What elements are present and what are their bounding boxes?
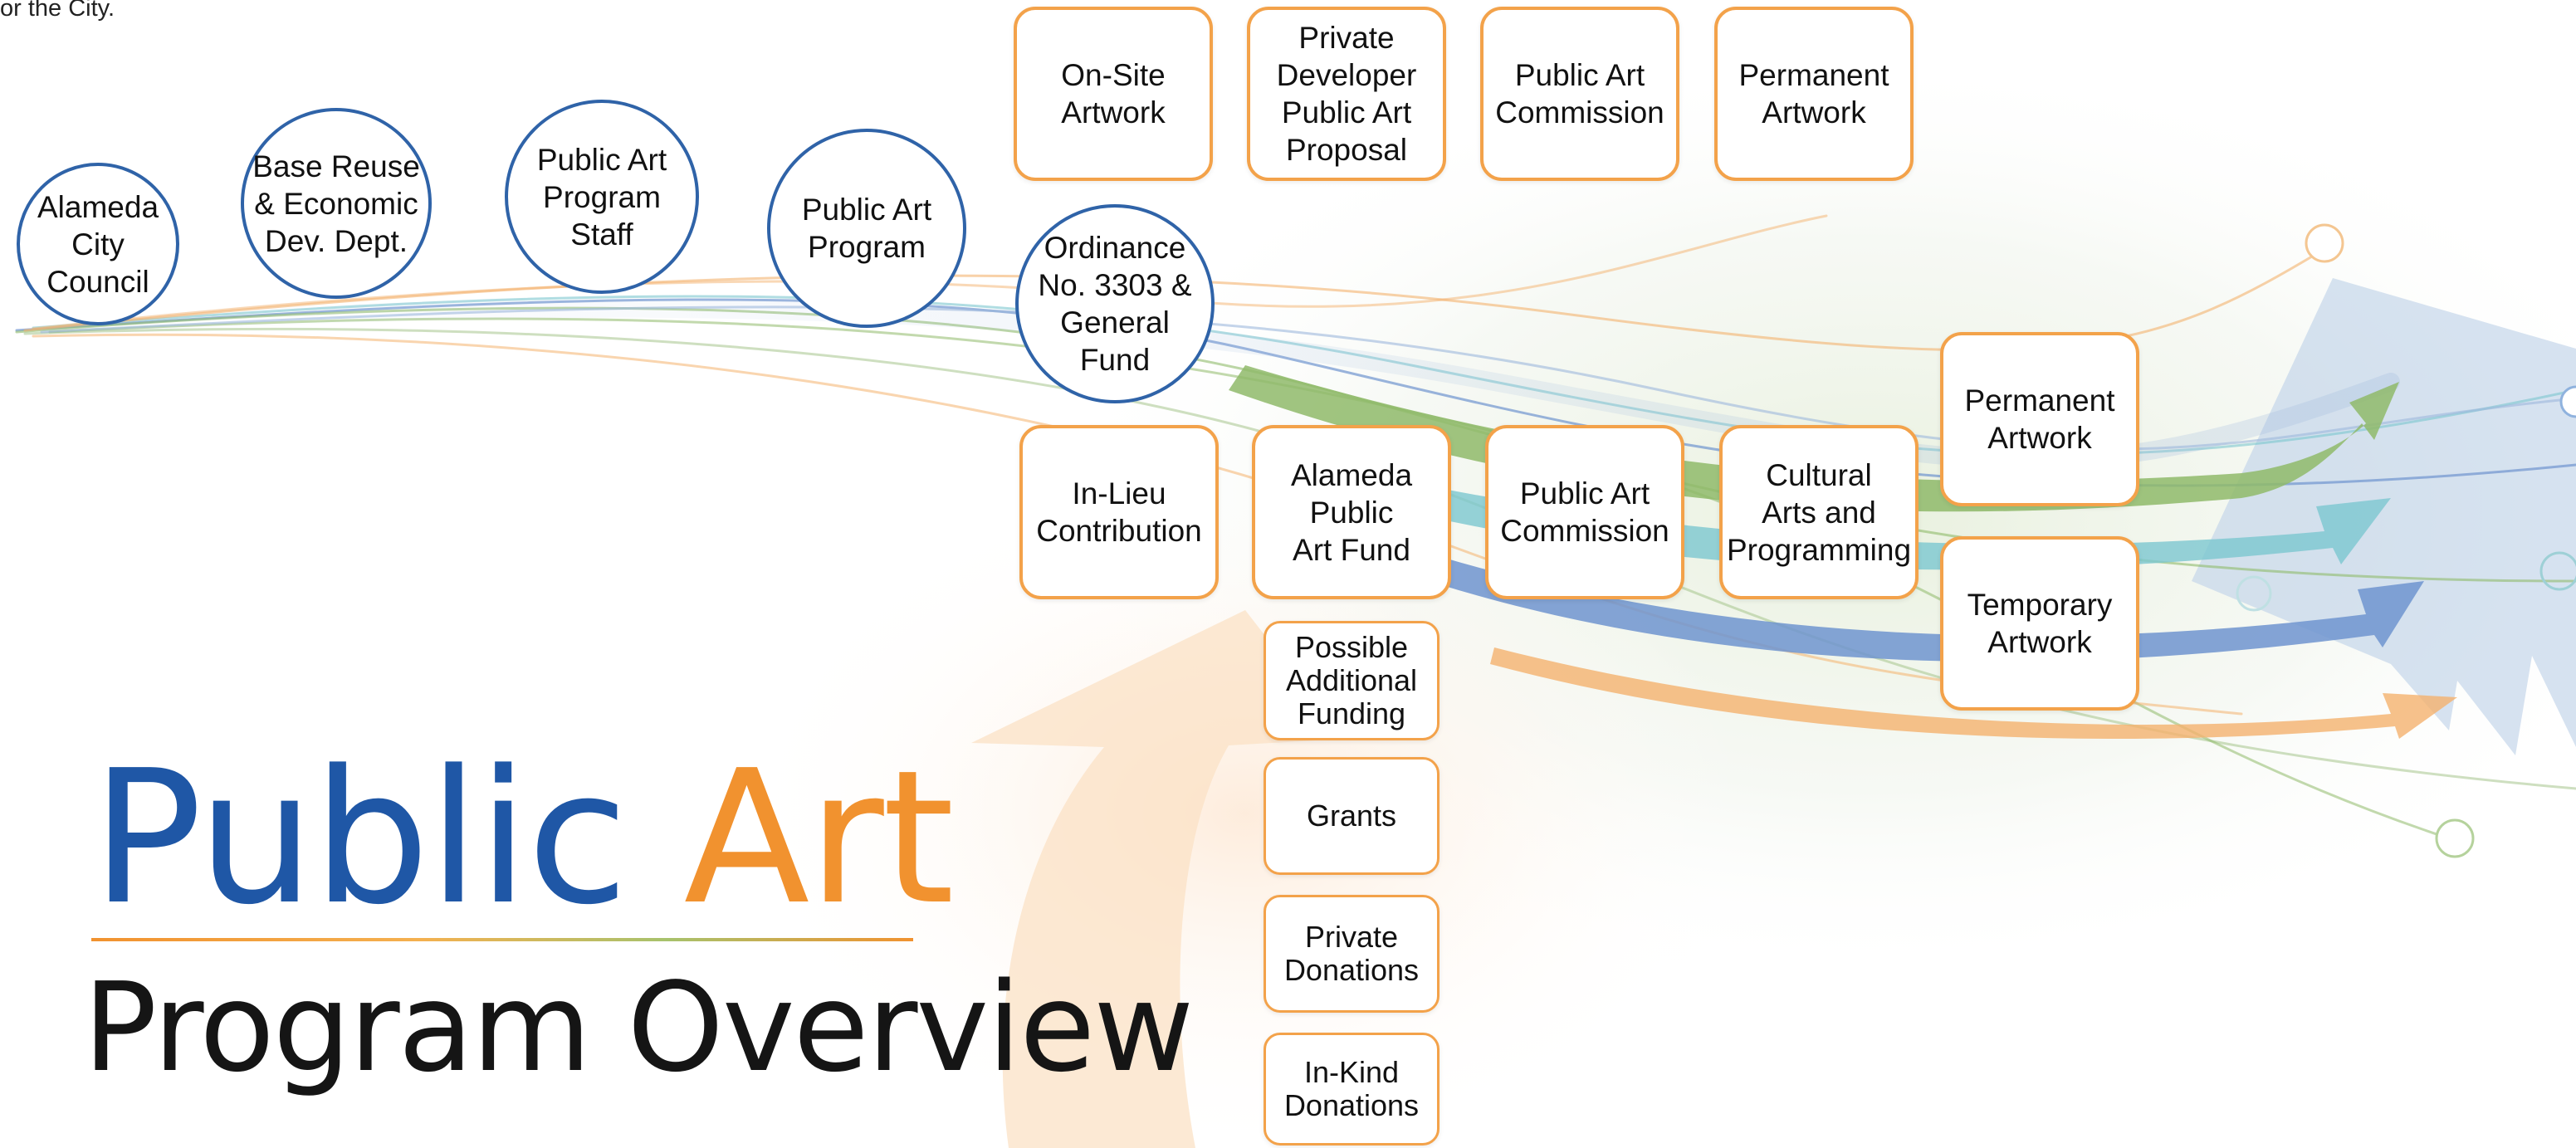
node-label: Private Developer Public Art Proposal — [1276, 21, 1417, 167]
box-public-art-commission-top: Public Art Commission — [1480, 7, 1679, 181]
node-label: Alameda Public Art Fund — [1290, 457, 1413, 567]
node-label: Permanent Artwork — [1738, 58, 1889, 129]
node-label: Permanent Artwork — [1964, 383, 2115, 455]
box-private-donations: Private Donations — [1264, 895, 1440, 1013]
funding-up-arrow — [971, 610, 1345, 1148]
box-grants: Grants — [1264, 757, 1440, 875]
box-private-developer-proposal: Private Developer Public Art Proposal — [1247, 7, 1446, 181]
node-label: In-Lieu Contribution — [1036, 476, 1202, 548]
box-in-kind-donations: In-Kind Donations — [1264, 1033, 1440, 1146]
box-temporary-artwork: Temporary Artwork — [1940, 536, 2139, 711]
circle-public-art-program: Public Art Program — [767, 129, 966, 328]
line-end-dot — [2236, 575, 2272, 612]
box-possible-additional-funding: Possible Additional Funding — [1264, 621, 1440, 740]
title-divider — [91, 938, 913, 941]
node-label: Alameda City Council — [37, 189, 159, 299]
node-label: Possible Additional Funding — [1285, 630, 1418, 730]
background-glow-peach — [731, 465, 1760, 1148]
page-title: Public Art — [91, 730, 955, 946]
line-end-dot — [2305, 223, 2344, 263]
title-word-public: Public — [91, 731, 628, 945]
node-label: On-Site Artwork — [1061, 58, 1166, 129]
intro-text-fragment: or the City. — [0, 0, 115, 22]
node-label: Grants — [1306, 799, 1397, 833]
box-public-art-commission-mid: Public Art Commission — [1485, 425, 1684, 599]
circle-base-reuse: Base Reuse & Economic Dev. Dept. — [241, 108, 432, 299]
node-label: Public Art Program — [801, 193, 932, 264]
box-on-site-artwork: On-Site Artwork — [1014, 7, 1213, 181]
box-alameda-public-art-fund: Alameda Public Art Fund — [1252, 425, 1451, 599]
line-end-dot — [2559, 385, 2576, 418]
node-label: Private Donations — [1283, 920, 1420, 987]
box-permanent-artwork-top: Permanent Artwork — [1714, 7, 1914, 181]
title-word-art: Art — [683, 731, 955, 945]
line-end-dot — [2539, 551, 2576, 591]
node-label: In-Kind Donations — [1283, 1055, 1420, 1122]
orange-flow-arrow — [1490, 647, 2457, 740]
node-label: Public Art Commission — [1500, 476, 1669, 548]
node-label: Ordinance No. 3303 & General Fund — [1038, 231, 1192, 377]
line-end-dot — [2435, 818, 2475, 858]
blue-flow-arrow — [1403, 548, 2424, 662]
box-permanent-artwork-right: Permanent Artwork — [1940, 332, 2139, 506]
node-label: Cultural Arts and Programming — [1726, 457, 1912, 567]
circle-ordinance-general-fund: Ordinance No. 3303 & General Fund — [1015, 204, 1215, 403]
box-cultural-arts-programming: Cultural Arts and Programming — [1719, 425, 1919, 599]
circle-alameda-city-council: Alameda City Council — [17, 163, 179, 325]
node-label: Base Reuse & Economic Dev. Dept. — [252, 149, 420, 258]
circle-program-staff: Public Art Program Staff — [505, 100, 699, 294]
node-label: Temporary Artwork — [1967, 588, 2113, 659]
box-in-lieu-contribution: In-Lieu Contribution — [1019, 425, 1219, 599]
page-subtitle: Program Overview — [83, 956, 1194, 1099]
node-label: Public Art Program Staff — [536, 142, 667, 252]
large-right-arrow — [2192, 278, 2576, 755]
node-label: Public Art Commission — [1495, 58, 1664, 129]
